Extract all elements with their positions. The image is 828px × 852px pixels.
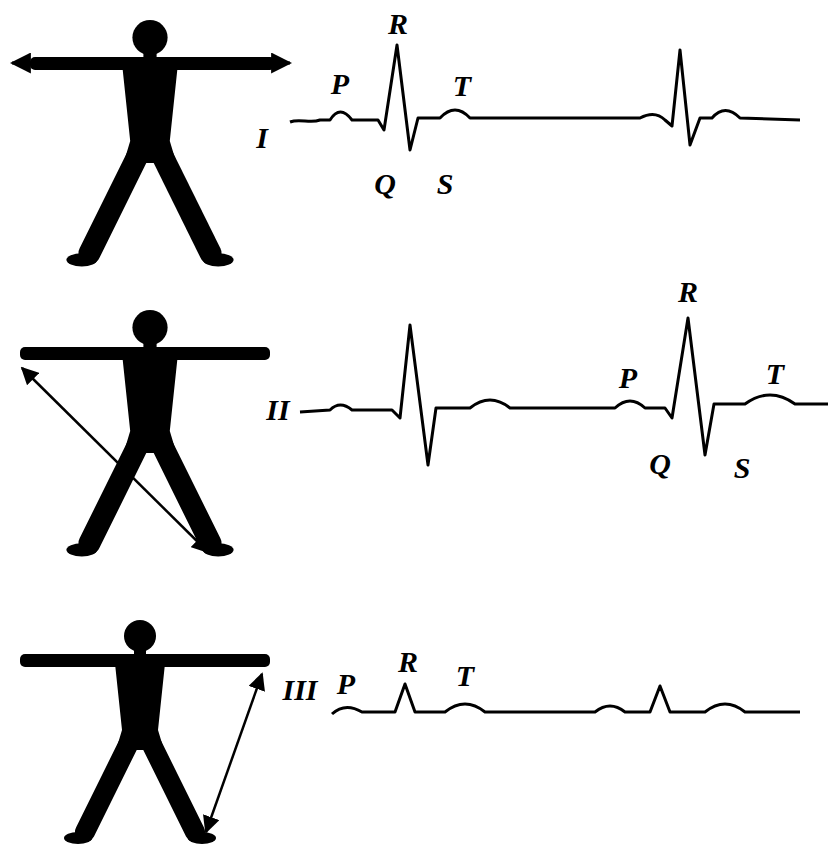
wave-label: T [453,71,471,101]
lead-number: I [256,123,268,153]
ecg-trace [290,45,800,150]
wave-label: P [331,69,349,99]
ecg-trace [300,318,828,465]
wave-label: R [388,9,408,39]
wave-label: P [337,669,355,699]
wave-label: Q [649,449,671,479]
ecg-trace [332,684,800,714]
human-figure [12,20,290,266]
wave-label: S [734,453,751,483]
wave-label: R [398,647,418,677]
wave-label: R [678,277,698,307]
wave-label: S [437,169,454,199]
wave-label: P [619,363,637,393]
lead-number: III [282,675,317,705]
human-figure [20,620,270,844]
wave-label: T [766,359,784,389]
wave-label: Q [374,169,396,199]
wave-label: T [456,661,474,691]
human-figure [20,310,270,556]
lead-number: II [266,395,289,425]
